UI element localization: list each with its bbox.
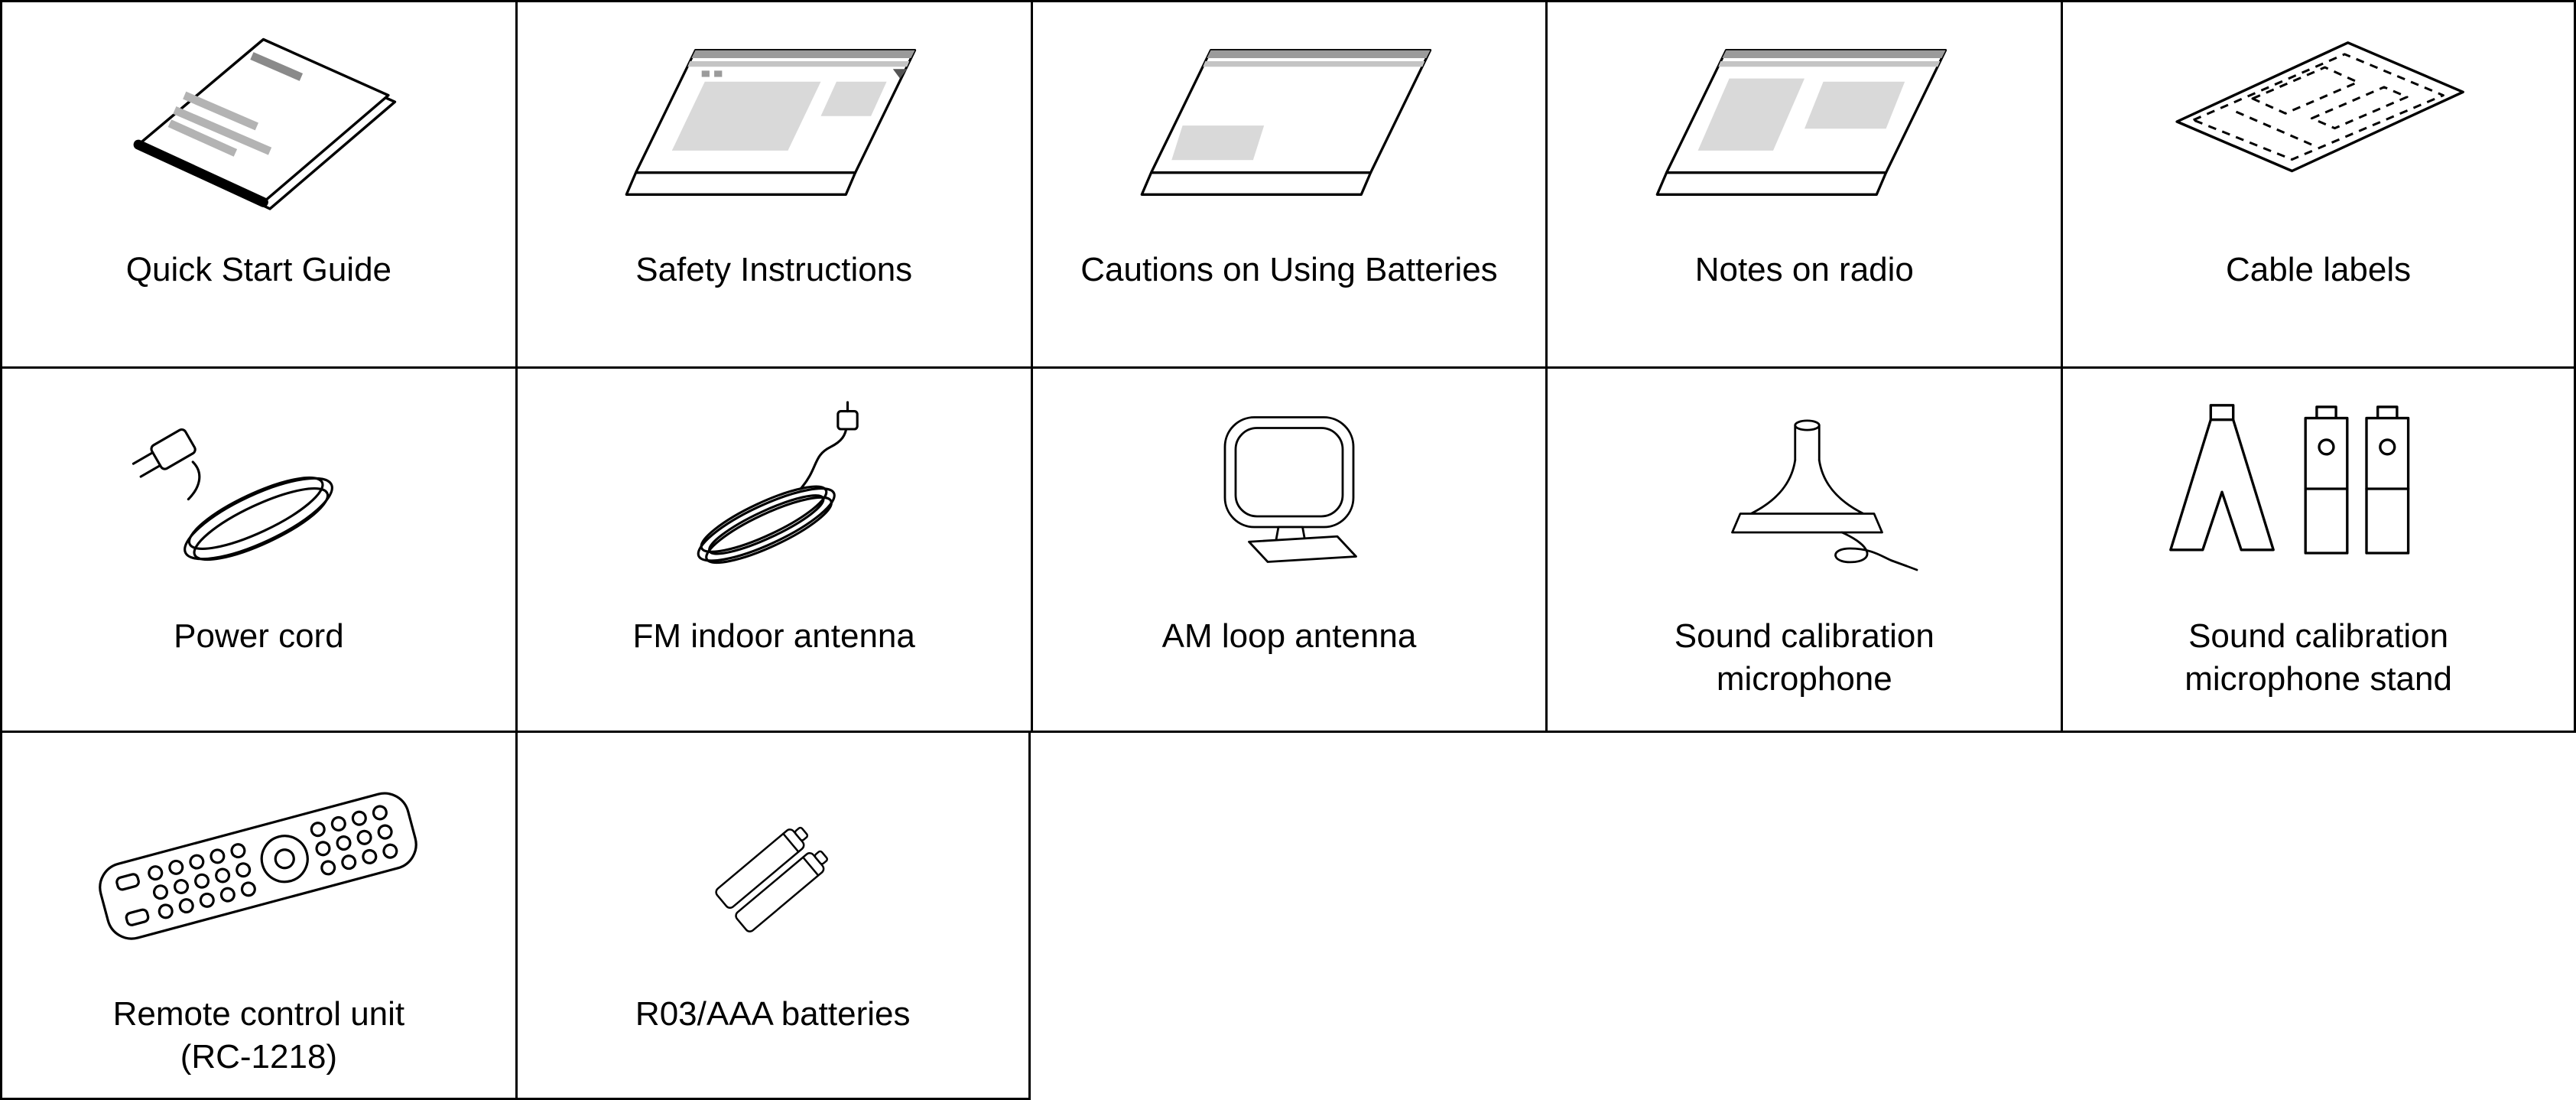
fm-antenna-icon <box>625 389 923 604</box>
accessories-row-2: Power cord FM indoor antenna <box>0 366 2576 733</box>
accessory-label: Power cord <box>174 617 344 655</box>
accessory-label: Notes on radio <box>1694 251 1914 288</box>
accessory-label: Safety Instructions <box>635 251 913 288</box>
cell-notes-on-radio: Notes on radio <box>1545 0 2061 366</box>
cell-sound-calibration-microphone: Sound calibration microphone <box>1545 366 2061 733</box>
cell-fm-indoor-antenna: FM indoor antenna <box>515 366 1031 733</box>
cell-power-cord: Power cord <box>0 366 515 733</box>
accessory-label: AM loop antenna <box>1161 617 1417 655</box>
accessory-label: Sound calibration microphone <box>1674 617 1934 698</box>
am-loop-antenna-icon <box>1155 389 1423 604</box>
accessory-label: Cautions on Using Batteries <box>1080 251 1498 288</box>
cell-am-loop-antenna: AM loop antenna <box>1030 366 1546 733</box>
cell-sound-calibration-microphone-stand: Sound calibration microphone stand <box>2061 366 2576 733</box>
accessories-row-1: Quick Start Guide Safety Instructions <box>0 0 2576 366</box>
cell-cable-labels: Cable labels <box>2061 0 2576 366</box>
battery-cautions-sheet-icon <box>1132 22 1446 238</box>
accessory-label: FM indoor antenna <box>632 617 915 655</box>
accessory-label: Quick Start Guide <box>125 251 392 288</box>
cell-cautions-on-using-batteries: Cautions on Using Batteries <box>1030 0 1546 366</box>
power-cord-icon <box>109 389 408 604</box>
accessories-row-3: Remote control unit (RC-1218) R03/AAA ba… <box>0 733 2576 1100</box>
cell-batteries: R03/AAA batteries <box>515 733 1031 1100</box>
cell-safety-instructions: Safety Instructions <box>515 0 1031 366</box>
radio-notes-sheet-icon <box>1648 22 1961 238</box>
batteries-icon <box>655 753 892 982</box>
remote-control-icon <box>75 753 442 982</box>
safety-instructions-icon <box>617 22 931 238</box>
cell-quick-start-guide: Quick Start Guide <box>0 0 515 366</box>
cell-remote-control-unit: Remote control unit (RC-1218) <box>0 733 515 1100</box>
quick-start-guide-icon <box>94 22 423 238</box>
accessory-label: R03/AAA batteries <box>635 995 911 1033</box>
accessory-label: Sound calibration microphone stand <box>2185 617 2452 698</box>
calibration-microphone-icon <box>1671 389 1938 604</box>
accessory-label: Remote control unit (RC-1218) <box>112 995 405 1076</box>
cable-labels-icon <box>2154 22 2483 238</box>
microphone-stand-icon <box>2158 389 2479 604</box>
accessory-label: Cable labels <box>2226 251 2412 288</box>
